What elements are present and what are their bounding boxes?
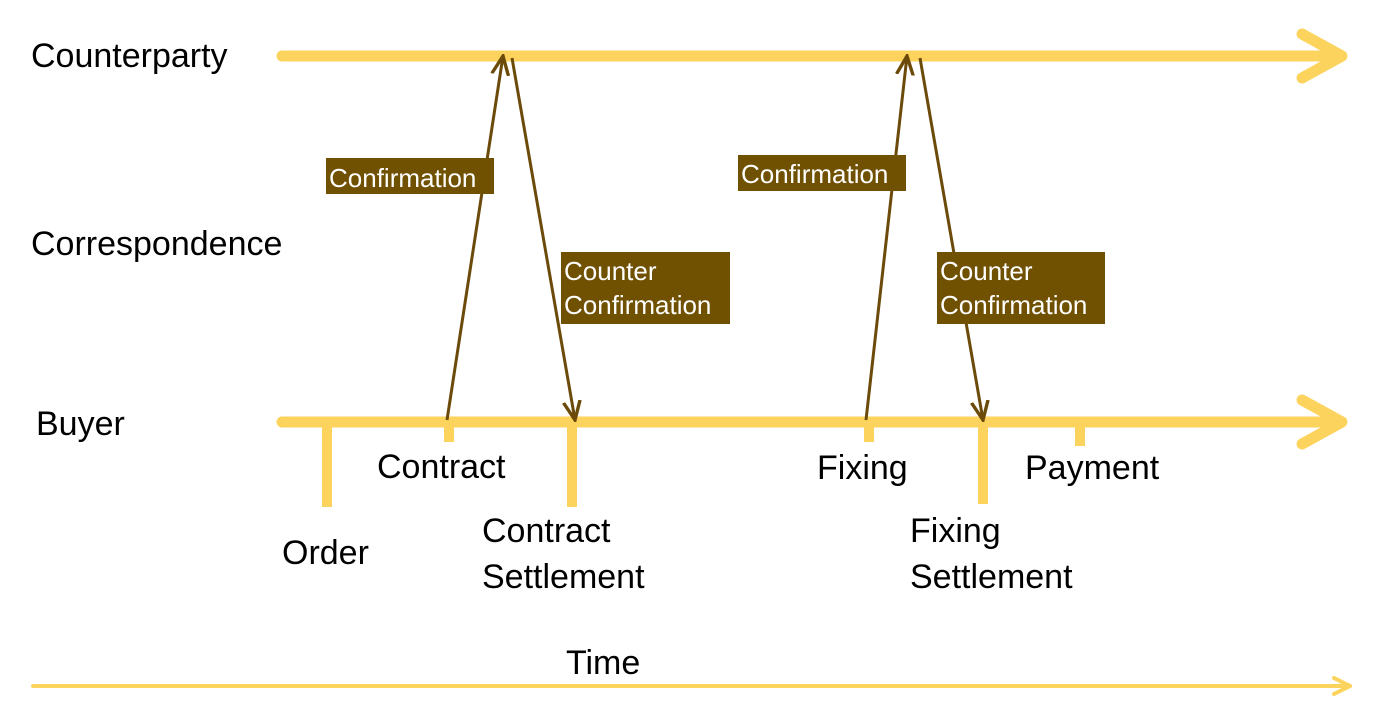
arrow-counter-confirmation-2 [918, 57, 983, 420]
event-label-contract-settlement-line2: Settlement [482, 558, 645, 596]
event-label-payment: Payment [1025, 449, 1160, 487]
counterparty-timeline [276, 28, 1348, 84]
message-box-confirmation-2: Confirmation [738, 155, 906, 191]
arrow-confirmation-2 [864, 56, 907, 421]
event-label-fixing: Fixing [817, 449, 908, 487]
event-label-fixing-settlement-line1: Fixing [910, 512, 1001, 550]
buyer-timeline [276, 394, 1348, 450]
lane-label-correspondence: Correspondence [31, 225, 282, 263]
message-box-confirmation-1: Confirmation [326, 158, 494, 194]
counter-confirmation-1-line1: Counter [564, 256, 657, 286]
event-label-contract: Contract [377, 448, 506, 486]
time-axis-label: Time [566, 644, 640, 682]
event-label-contract-settlement-line1: Contract [482, 512, 611, 550]
lane-label-counterparty: Counterparty [31, 37, 228, 75]
message-box-counter-confirmation-1: Counter Confirmation [561, 252, 730, 324]
confirmation-2-label: Confirmation [741, 159, 888, 189]
message-box-counter-confirmation-2: Counter Confirmation [937, 252, 1105, 324]
arrow-confirmation-1 [445, 56, 503, 421]
counter-confirmation-2-line1: Counter [940, 256, 1033, 286]
arrow-counter-confirmation-1 [510, 57, 575, 420]
time-axis-arrow [31, 676, 1352, 696]
event-label-order: Order [282, 534, 369, 572]
counter-confirmation-1-line2: Confirmation [564, 290, 711, 320]
lane-label-buyer: Buyer [36, 405, 125, 443]
event-label-fixing-settlement-line2: Settlement [910, 558, 1073, 596]
counter-confirmation-2-line2: Confirmation [940, 290, 1087, 320]
confirmation-1-label: Confirmation [329, 163, 476, 193]
